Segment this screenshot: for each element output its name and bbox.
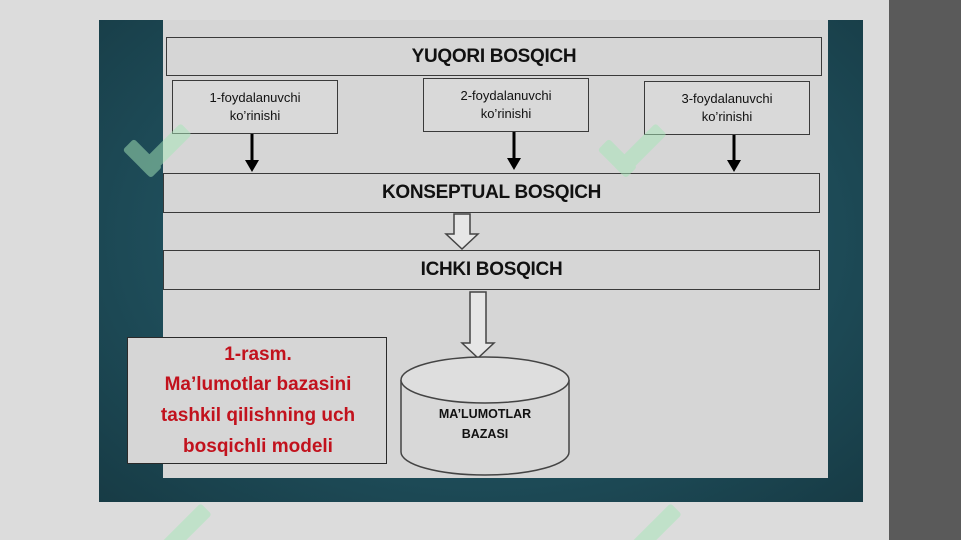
caption-line-1: 1-rasm. — [224, 344, 292, 365]
arrow-down-icon — [727, 135, 741, 172]
level-conceptual-label: KONSEPTUAL BOSQICH — [381, 182, 602, 203]
level-internal-label: ICHKI BOSQICH — [420, 259, 563, 280]
level-internal-box: ICHKI BOSQICH — [163, 250, 820, 290]
arrow-down-icon — [245, 134, 259, 172]
user-view-1-line1: 1-foydalanuvchi — [209, 90, 301, 105]
database-label-line2: BAZASI — [461, 427, 509, 441]
user-view-3-line1: 3-foydalanuvchi — [681, 91, 773, 106]
database-label-line1: MA’LUMOTLAR — [438, 407, 532, 421]
arrow-down-icon — [507, 132, 521, 170]
caption-line-3: tashkil qilishning uch — [160, 405, 356, 426]
user-view-1-box: 1-foydalanuvchi ko’rinishi — [172, 80, 338, 134]
user-view-2-box: 2-foydalanuvchi ko’rinishi — [423, 78, 589, 132]
database-cylinder-icon — [400, 356, 570, 476]
user-view-2-line2: ko’rinishi — [480, 106, 532, 121]
slide-side-bar — [889, 0, 961, 540]
figure-caption-box: 1-rasm. Ma’lumotlar bazasini tashkil qil… — [127, 337, 387, 464]
user-view-3-line2: ko’rinishi — [701, 109, 753, 124]
level-conceptual-box: KONSEPTUAL BOSQICH — [163, 173, 820, 213]
user-view-3-box: 3-foydalanuvchi ko’rinishi — [644, 81, 810, 135]
level-top-box: YUQORI BOSQICH — [166, 37, 822, 76]
hollow-arrow-down-icon — [444, 213, 480, 251]
database-label: MA’LUMOTLAR BAZASI — [400, 404, 570, 444]
user-view-1-line2: ko’rinishi — [229, 108, 281, 123]
caption-line-2: Ma’lumotlar bazasini — [164, 374, 352, 395]
user-view-2-line1: 2-foydalanuvchi — [460, 88, 552, 103]
level-top-label: YUQORI BOSQICH — [411, 45, 577, 67]
caption-line-4: bosqichli modeli — [183, 436, 333, 457]
hollow-arrow-down-icon — [460, 291, 496, 360]
